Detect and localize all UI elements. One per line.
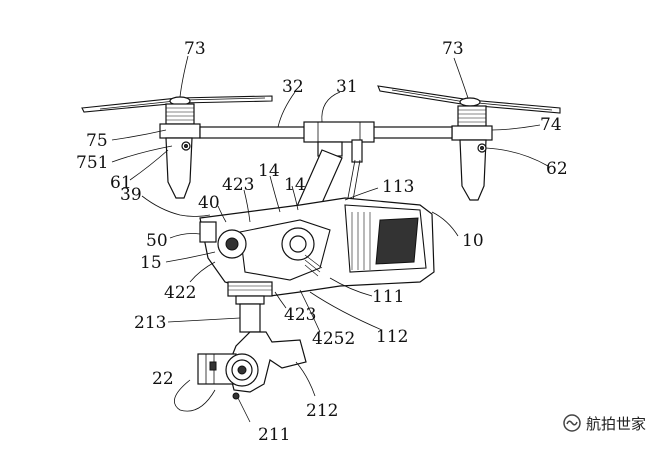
watermark: 航拍世家 bbox=[562, 411, 646, 435]
label-423-top: 423 bbox=[222, 175, 254, 195]
left-landing-leg bbox=[165, 137, 193, 199]
label-73-left: 73 bbox=[184, 39, 206, 59]
right-landing-leg bbox=[459, 139, 487, 201]
label-10: 10 bbox=[462, 231, 484, 251]
label-213: 213 bbox=[134, 313, 166, 333]
label-75: 75 bbox=[86, 131, 108, 151]
label-211: 211 bbox=[258, 425, 290, 445]
label-111: 111 bbox=[372, 287, 404, 307]
right-motor bbox=[457, 105, 487, 127]
body-housing bbox=[199, 197, 435, 297]
watermark-text: 航拍世家 bbox=[586, 414, 647, 433]
label-40: 40 bbox=[198, 193, 220, 213]
reference-labels: 73 73 32 31 75 74 751 61 62 423 14 14 11… bbox=[76, 39, 568, 445]
label-112: 112 bbox=[376, 327, 408, 347]
label-50: 50 bbox=[146, 231, 168, 251]
label-212: 212 bbox=[306, 401, 338, 421]
wechat-channel-icon bbox=[563, 414, 581, 432]
leader-lines bbox=[111, 55, 549, 423]
left-propeller bbox=[81, 95, 273, 113]
left-motor bbox=[165, 103, 195, 125]
label-15: 15 bbox=[140, 253, 162, 273]
label-73-right: 73 bbox=[442, 39, 464, 59]
label-4252: 4252 bbox=[312, 329, 355, 349]
label-751: 751 bbox=[76, 153, 108, 173]
label-31: 31 bbox=[336, 77, 358, 97]
label-22: 22 bbox=[152, 369, 174, 389]
label-423-bottom: 423 bbox=[284, 305, 316, 325]
gimbal-assembly bbox=[197, 281, 307, 400]
arm-crossbar bbox=[159, 121, 493, 163]
label-62: 62 bbox=[546, 159, 568, 179]
label-14-b: 14 bbox=[284, 175, 306, 195]
label-74: 74 bbox=[540, 115, 562, 135]
label-32: 32 bbox=[282, 77, 304, 97]
label-113: 113 bbox=[382, 177, 414, 197]
label-422: 422 bbox=[164, 283, 196, 303]
label-39: 39 bbox=[120, 185, 142, 205]
label-61: 61 bbox=[110, 173, 132, 193]
label-14-a: 14 bbox=[258, 161, 280, 181]
